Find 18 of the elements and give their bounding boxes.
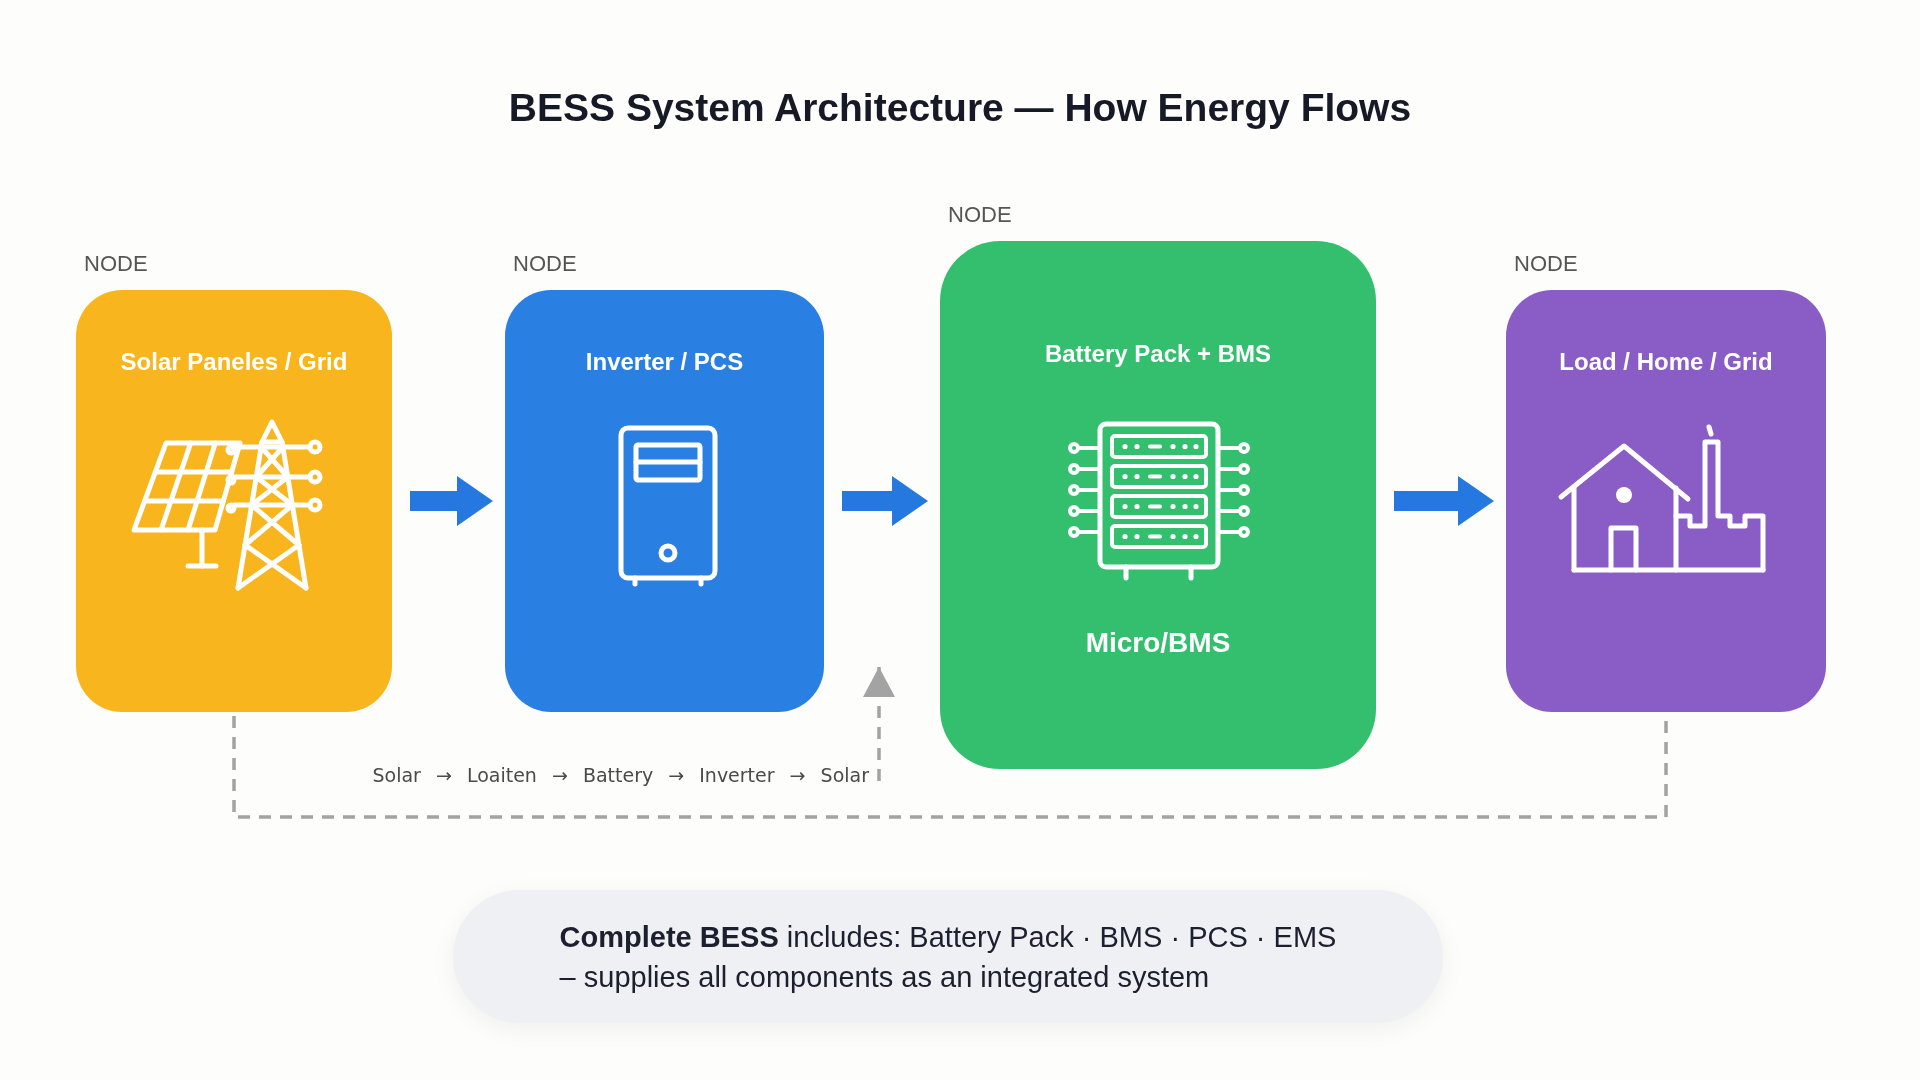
node-tag: NODE (84, 251, 148, 277)
arrow (842, 476, 928, 526)
summary-text: – supplies all components as an integrated system (559, 959, 1210, 995)
dashed-arrow (863, 667, 895, 781)
node-title: Solar Paneles / Grid (120, 347, 348, 377)
diagram-title: BESS System Architecture — How Energy Flows (508, 85, 1412, 131)
node-title: Inverter / PCS (585, 347, 744, 377)
node-tag: NODE (948, 202, 1012, 228)
node-title: Load / Home / Grid (1559, 347, 1773, 377)
summary-text: Complete BESS includes: Battery Pack · BMS · PCS · EMS (559, 919, 1337, 955)
arrow (1394, 476, 1494, 526)
node-tag: NODE (513, 251, 577, 277)
node-title: Battery Pack + BMS (1044, 339, 1272, 369)
dashed-line (232, 716, 1668, 819)
arrow (410, 476, 493, 526)
node-tag: NODE (1514, 251, 1578, 277)
node-subtitle: Micro/BMS (1085, 626, 1231, 660)
flow-text: Solar → Loaiten → Battery → Inverter → Solar (372, 760, 869, 790)
